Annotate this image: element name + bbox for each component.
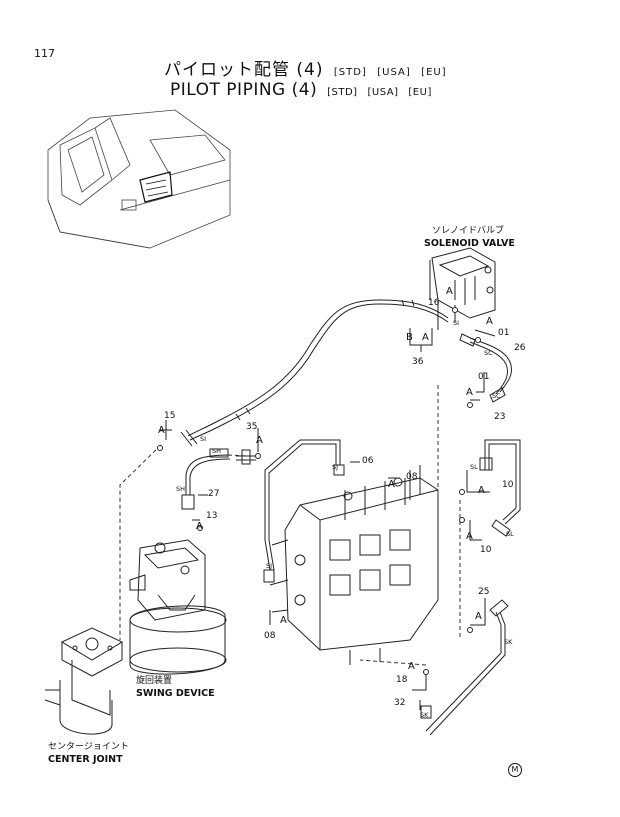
code-label: SI (453, 319, 460, 327)
swing-caption-en: SWING DEVICE (136, 688, 215, 699)
title-japanese: パイロット配管 (4) [STD] [USA] [EU] (164, 62, 447, 79)
code-label: SC (484, 349, 493, 357)
title-english: PILOT PIPING (4) [STD] [USA] [EU] (170, 82, 432, 99)
tag-std: [STD] (333, 67, 367, 78)
part-label: 25 (478, 587, 490, 597)
part-label: 01 (498, 328, 510, 338)
code-label: SJ (332, 463, 339, 471)
letter-label: A (478, 485, 485, 496)
part-label: 13 (206, 511, 218, 521)
swing-device (129, 539, 227, 675)
part-label: 32 (394, 698, 406, 708)
center-caption-en: CENTER JOINT (48, 754, 123, 765)
letter-label: A (388, 479, 395, 490)
part-label: 16 (428, 298, 440, 308)
code-label: SH (212, 447, 222, 455)
letter-label: A (466, 531, 473, 542)
tag-eu: [EU] (421, 67, 447, 78)
code-label: SK (504, 638, 513, 646)
code-label: SK (420, 711, 429, 719)
code-label: SH (176, 485, 186, 493)
small-rings (157, 307, 481, 675)
title-jp-text: パイロット配管 (4) (164, 60, 324, 80)
code-label: SI (200, 435, 207, 443)
tag-usa: [USA] (377, 67, 411, 78)
letter-label: A (475, 611, 482, 622)
part-label: 08 (406, 472, 418, 482)
letter-label: A (280, 615, 287, 626)
excavator-sketch (47, 109, 231, 249)
part-label: 01 (478, 372, 490, 382)
code-label: SJ (266, 562, 273, 570)
part-label: 23 (494, 412, 506, 422)
part-label: 18 (396, 675, 408, 685)
part-label: 36 (412, 357, 424, 367)
part-label: 27 (208, 489, 220, 499)
code-label: SL (506, 530, 514, 538)
letter-label: A (158, 425, 165, 436)
hose-23 (479, 439, 521, 537)
swing-caption-jp: 旋回装置 (136, 676, 173, 686)
part-label: 35 (246, 422, 258, 432)
letter-label: A (466, 387, 473, 398)
tag-eu-en: [EU] (408, 87, 432, 98)
letter-label: A (446, 286, 453, 297)
part-label: 06 (362, 456, 374, 466)
tag-usa-en: [USA] (367, 87, 399, 98)
title-en-text: PILOT PIPING (4) (170, 80, 318, 100)
code-label: SC (492, 392, 501, 400)
part-label: 08 (264, 631, 276, 641)
letter-label: A (422, 332, 429, 343)
center-joint (44, 627, 124, 735)
part-label: 26 (514, 343, 526, 353)
callout-lines (160, 305, 496, 710)
code-label: SL (470, 463, 478, 471)
solenoid-valve (429, 247, 496, 330)
pilot-hose-main (180, 299, 449, 447)
page-number: 117 (34, 47, 55, 60)
letter-label: A (408, 661, 415, 672)
solenoid-caption-jp: ソレノイドバルブ (432, 226, 505, 236)
hose-26 (459, 333, 513, 403)
part-label: 10 (480, 545, 492, 555)
letter-label: A (486, 316, 493, 327)
solenoid-caption-en: SOLENOID VALVE (424, 238, 515, 249)
center-caption-jp: センタージョイント (48, 742, 129, 752)
control-valve (269, 465, 439, 665)
letter-label: A (196, 521, 203, 532)
dashed-leaders (119, 385, 461, 666)
tag-std-en: [STD] (327, 87, 358, 98)
part-label: 10 (502, 480, 514, 490)
hose-27 (181, 448, 256, 510)
model-marker: M (508, 763, 522, 777)
letter-label: A (256, 435, 263, 446)
hose-25 (420, 599, 509, 736)
pipe-06 (263, 439, 345, 583)
letter-label: B (406, 332, 413, 343)
part-label: 15 (164, 411, 176, 421)
